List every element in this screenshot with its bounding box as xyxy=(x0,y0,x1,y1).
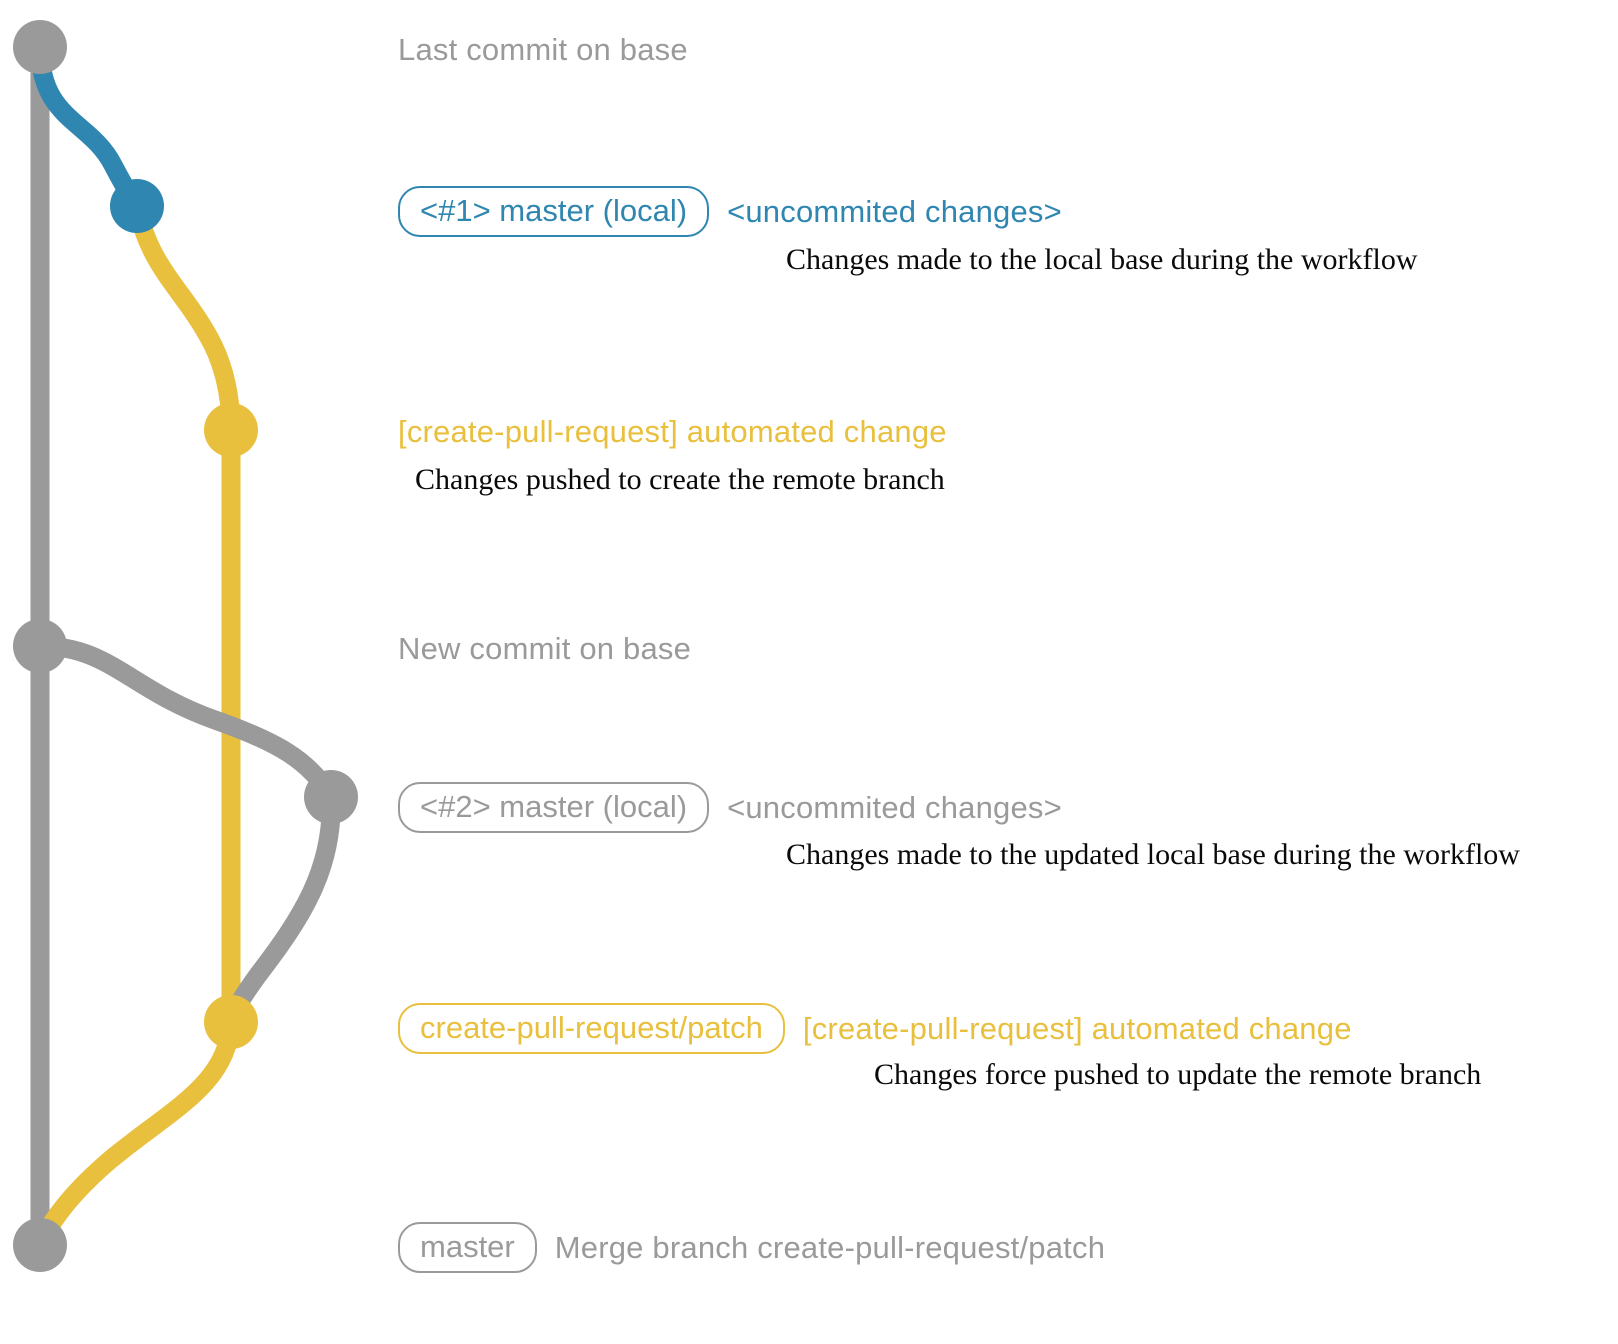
git-graph xyxy=(13,20,358,1272)
row-merge-commit: master Merge branch create-pull-request/… xyxy=(398,1222,1105,1273)
local-to-patch-line-2 xyxy=(221,787,341,1032)
commit-description-3: Changes made to the updated local base d… xyxy=(786,838,1520,871)
row-master-local-2: <#2> master (local) <uncommited changes> xyxy=(398,782,1062,833)
commit-description-2: Changes pushed to create the remote bran… xyxy=(415,463,945,496)
ref-badge-create-pull-request-patch[interactable]: create-pull-request/patch xyxy=(398,1003,785,1054)
local-change-node-2 xyxy=(304,770,358,824)
commit-subject-new-commit: New commit on base xyxy=(398,631,692,666)
commit-subject-uncommited-changes-2: <uncommited changes> xyxy=(727,789,1062,825)
row-automated-change-2: create-pull-request/patch [create-pull-r… xyxy=(398,1003,1352,1054)
row-last-commit-on-base: Last commit on base xyxy=(398,32,688,68)
ref-badge-master[interactable]: master xyxy=(398,1222,537,1273)
patch-commit-node-1 xyxy=(204,403,258,457)
commit-description-1: Changes made to the local base during th… xyxy=(786,243,1418,276)
ref-badge-master-local-1[interactable]: <#1> master (local) xyxy=(398,186,710,237)
local-branch-line-2 xyxy=(30,636,341,807)
local-change-node-1 xyxy=(110,179,164,233)
base-head-node xyxy=(13,20,67,74)
ref-badge-master-local-2[interactable]: <#2> master (local) xyxy=(398,782,710,833)
row-master-local-1: <#1> master (local) <uncommited changes> xyxy=(398,186,1062,237)
patch-commit-node-2 xyxy=(204,995,258,1049)
commit-subject-automated-change-2: [create-pull-request] automated change xyxy=(802,1010,1352,1046)
commit-subject-uncommited-changes-1: <uncommited changes> xyxy=(727,193,1062,229)
row-automated-change-1: [create-pull-request] automated change xyxy=(398,414,947,450)
commit-subject-last-commit: Last commit on base xyxy=(398,32,688,67)
patch-branch-line-1 xyxy=(127,196,241,440)
base-new-commit-node xyxy=(13,619,67,673)
commit-description-4: Changes force pushed to update the remot… xyxy=(874,1058,1482,1091)
patch-merge-line xyxy=(30,1012,241,1255)
row-new-commit-on-base: New commit on base xyxy=(398,631,691,667)
local-branch-line-1 xyxy=(30,37,147,216)
commit-subject-automated-change-1: [create-pull-request] automated change xyxy=(398,414,947,449)
merge-node xyxy=(13,1218,67,1272)
commit-subject-merge: Merge branch create-pull-request/patch xyxy=(554,1229,1106,1265)
